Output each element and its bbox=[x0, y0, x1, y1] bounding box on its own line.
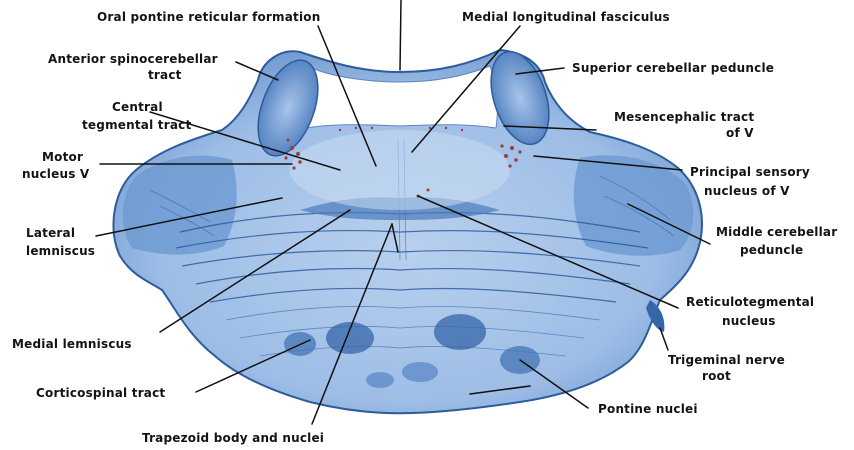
label-pontine-nuclei: Pontine nuclei bbox=[598, 402, 698, 416]
label-mesencephalic-line1: Mesencephalic tract bbox=[614, 110, 754, 124]
label-middle-cerebellar-line2: peduncle bbox=[740, 243, 803, 257]
label-mesencephalic-line2: of V bbox=[726, 126, 754, 140]
label-principal-sensory-line2: nucleus of V bbox=[704, 184, 790, 198]
label-trapezoid-body: Trapezoid body and nuclei bbox=[142, 431, 324, 445]
label-medial-longitudinal-fasciculus: Medial longitudinal fasciculus bbox=[462, 10, 670, 24]
label-oral-pontine-reticular-formation: Oral pontine reticular formation bbox=[97, 10, 320, 24]
label-central-tegmental-line1: Central bbox=[112, 100, 163, 114]
label-anterior-spinocerebellar-line2: tract bbox=[148, 68, 182, 82]
label-lateral-lemniscus-line2: lemniscus bbox=[26, 244, 95, 258]
label-central-tegmental-line2: tegmental tract bbox=[82, 118, 191, 132]
label-trigeminal-root-line1: Trigeminal nerve bbox=[668, 353, 785, 367]
label-reticulotegmental-line2: nucleus bbox=[722, 314, 776, 328]
label-motor-nucleus-line2: nucleus V bbox=[22, 167, 90, 181]
label-lateral-lemniscus-line1: Lateral bbox=[26, 226, 75, 240]
label-anterior-spinocerebellar-line1: Anterior spinocerebellar bbox=[48, 52, 218, 66]
tegmentum bbox=[290, 130, 510, 210]
label-motor-nucleus-line1: Motor bbox=[42, 150, 83, 164]
leader-top-center bbox=[400, 0, 401, 70]
pons-section bbox=[113, 44, 702, 413]
label-medial-lemniscus: Medial lemniscus bbox=[12, 337, 132, 351]
label-principal-sensory-line1: Principal sensory bbox=[690, 165, 810, 179]
label-reticulotegmental-line1: Reticulotegmental bbox=[686, 295, 814, 309]
label-middle-cerebellar-line1: Middle cerebellar bbox=[716, 225, 837, 239]
label-corticospinal-tract: Corticospinal tract bbox=[36, 386, 165, 400]
label-superior-cerebellar-peduncle: Superior cerebellar peduncle bbox=[572, 61, 774, 75]
label-trigeminal-root-line2: root bbox=[702, 369, 731, 383]
